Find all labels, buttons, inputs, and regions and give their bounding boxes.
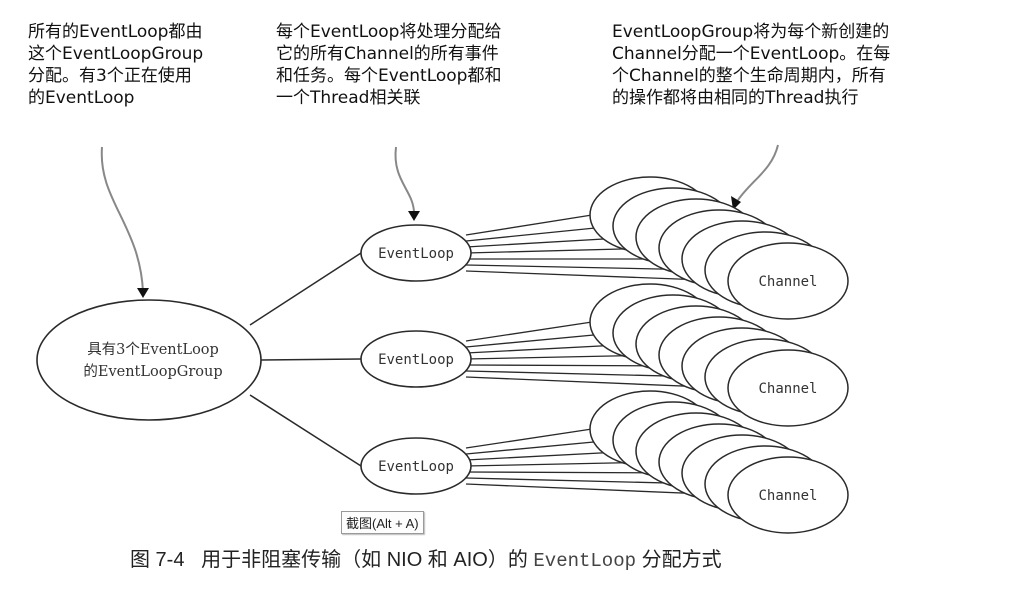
eventloop-to-channel-link (465, 225, 616, 242)
channel-label: Channel (758, 274, 817, 290)
annotation-channel: EventLoopGroup将为每个新创建的 Channel分配一个EventL… (612, 22, 891, 108)
annotation-eventloop: 每个EventLoop将处理分配给 它的所有Channel的所有事件 和任务。每… (276, 22, 502, 108)
eventloop-node (360, 330, 472, 388)
annotation-eventloopgroup: 所有的EventLoop都由 这个EventLoopGroup 分配。有3个正在… (28, 22, 204, 108)
callout-arrow-left (100, 146, 144, 293)
callout-arrowhead-middle (408, 211, 420, 221)
eventloopgroup-node (36, 299, 262, 421)
eventloop-to-channel-link (465, 214, 593, 236)
group-to-eventloop-link (249, 252, 362, 326)
caption-text-end: 分配方式 (641, 549, 722, 571)
channel-node (727, 349, 849, 427)
callout-arrowhead-left (137, 288, 149, 298)
eventloop-node (360, 437, 472, 495)
callout-arrow-right (737, 144, 779, 201)
eventloop-label: EventLoop (378, 459, 454, 475)
eventloop-node (360, 224, 472, 282)
eventloopgroup-label-line2: 的EventLoopGroup (83, 363, 222, 380)
figure-number: 图 7-4 (130, 549, 185, 571)
eventloop-label: EventLoop (378, 246, 454, 262)
group-to-eventloop-link (249, 394, 362, 467)
channel-label: Channel (758, 488, 817, 504)
caption-code: EventLoop (533, 550, 637, 572)
eventloop-to-channel-link (465, 439, 616, 455)
channel-label: Channel (758, 381, 817, 397)
eventloop-to-channel-link (465, 321, 593, 342)
channel-node (727, 456, 849, 534)
figure-caption: 图 7-4 用于非阻塞传输（如 NIO 和 AIO）的 EventLoop 分配… (130, 543, 722, 572)
eventloop-to-channel-link (465, 428, 593, 449)
screenshot-tooltip: 截图(Alt + A) (341, 511, 424, 534)
caption-text: 用于非阻塞传输（如 NIO 和 AIO）的 (201, 549, 528, 571)
eventloop-to-channel-link (465, 332, 616, 348)
eventloopgroup-label-line1: 具有3个EventLoop (87, 341, 219, 358)
eventloop-label: EventLoop (378, 352, 454, 368)
group-to-eventloop-link (260, 358, 362, 361)
callout-arrow-middle (394, 146, 415, 213)
channel-node (727, 242, 849, 320)
